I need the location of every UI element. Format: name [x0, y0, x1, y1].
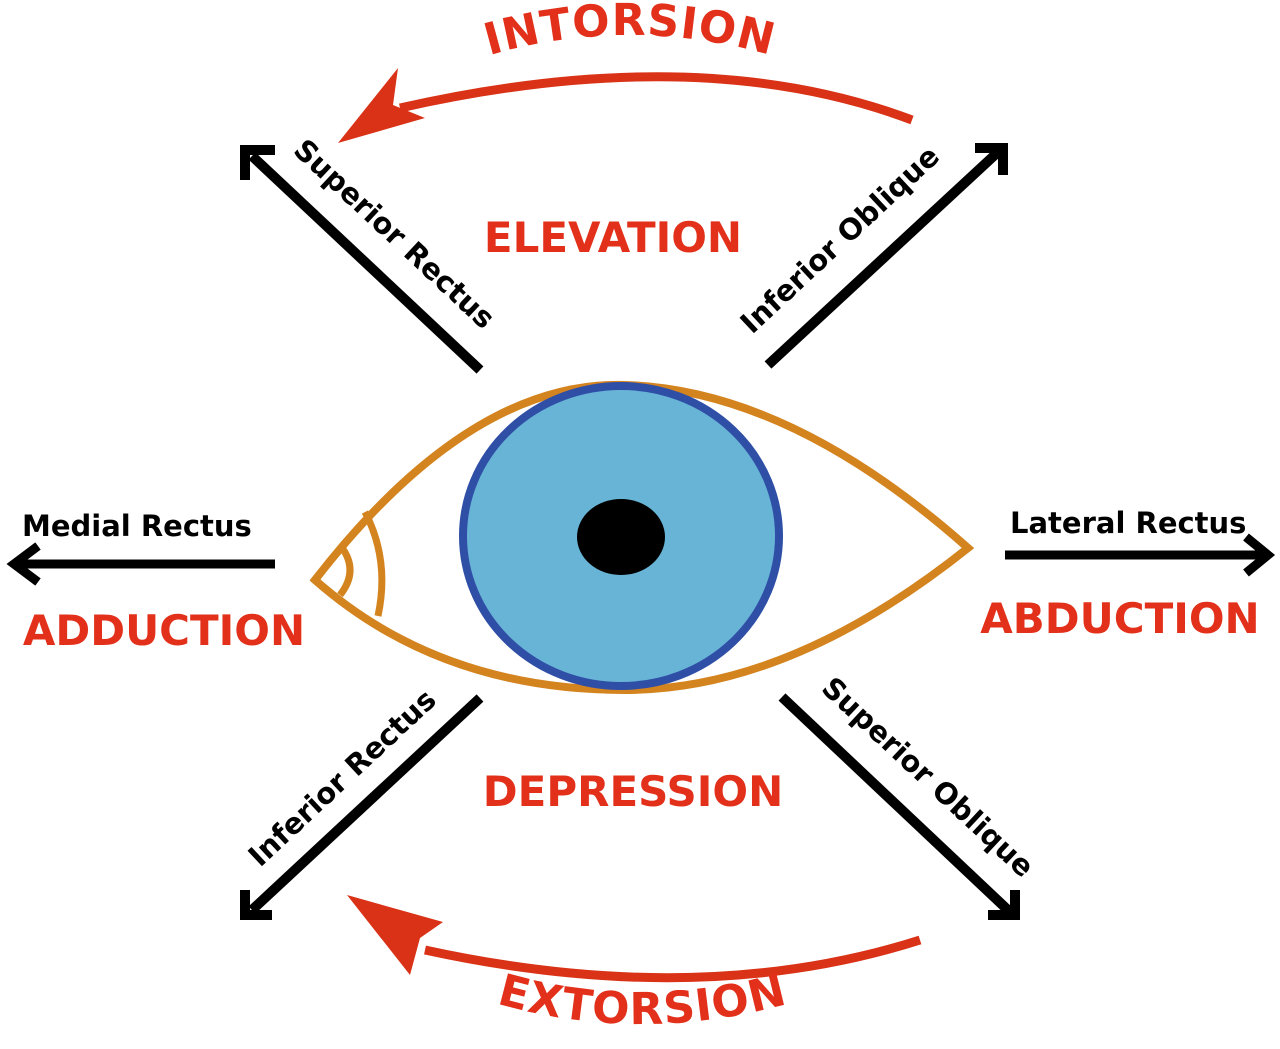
medial-rectus-label: Medial Rectus	[22, 509, 252, 543]
pupil	[577, 499, 665, 575]
caruncle	[361, 510, 386, 617]
inferior-oblique-arrow	[764, 143, 1008, 369]
intorsion-arrow	[338, 68, 914, 143]
eye	[309, 380, 975, 695]
superior-rectus-arrow	[240, 145, 484, 374]
inferior-rectus-arrow	[240, 694, 484, 920]
abduction-label: ABDUCTION	[980, 594, 1259, 643]
inferior-oblique-label: Inferior Oblique	[734, 139, 946, 340]
adduction-label: ADDUCTION	[23, 606, 305, 655]
intorsion-label: INTORSION	[479, 0, 781, 66]
superior-oblique-arrow	[778, 693, 1020, 920]
lateral-rectus-arrow	[1005, 533, 1276, 577]
inferior-rectus-label: Inferior Rectus	[242, 682, 443, 873]
elevation-label: ELEVATION	[484, 213, 742, 262]
lateral-rectus-label: Lateral Rectus	[1010, 506, 1246, 540]
superior-rectus-label: Superior Rectus	[287, 132, 501, 335]
caruncle-inner	[337, 542, 354, 598]
depression-label: DEPRESSION	[483, 767, 783, 816]
extorsion-arrow	[347, 895, 922, 983]
superior-oblique-label: Superior Oblique	[815, 670, 1041, 884]
medial-rectus-arrow	[6, 542, 275, 586]
